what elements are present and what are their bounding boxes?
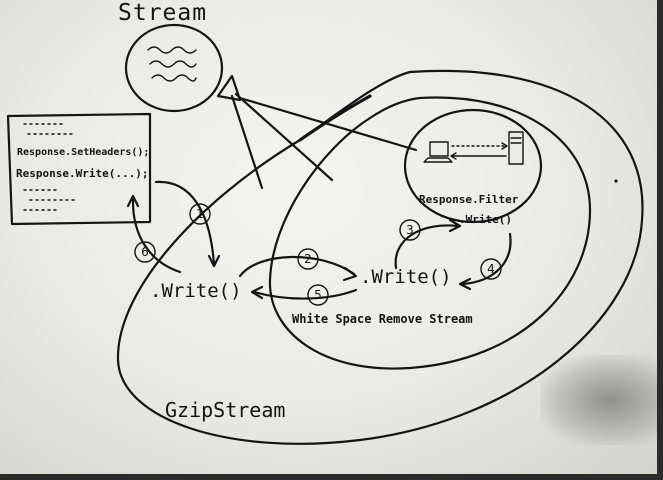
arrow-step-3 [394,224,460,270]
arrow-step-4 [460,232,512,286]
arrow-step-1 [154,180,216,266]
gzip-write-label: .Write() [150,280,242,302]
gzip-stream-edge [298,94,372,142]
gzip-stream-ellipse [116,69,644,445]
server-icon [508,131,524,165]
page-dots [23,123,77,211]
ink-dot [614,179,618,183]
response-filter-label: Response.Filter [419,193,519,206]
stream-circle [124,23,224,113]
response-write-label: Response.Write(...); [16,167,149,180]
request-arrowhead [501,142,508,150]
arrow-step-5 [252,288,358,300]
stream-label: Stream [118,0,208,26]
eraser-smudge [540,355,657,445]
inheritance-line-filter [238,96,418,152]
computer-icon [423,141,453,163]
step-6-marker: 6 [141,245,149,259]
whitespace-stream-label: White Space Remove Stream [292,312,473,326]
filter-write-label: .Write() [459,213,512,226]
step-2-marker: 2 [304,252,312,266]
whitespace-stream-ellipse [268,96,592,370]
step-4-marker: 4 [487,262,495,276]
arrow-step-6 [131,196,182,274]
response-arrowhead [450,152,457,160]
response-filter-circle [403,108,543,224]
arrow-step-2 [238,255,356,278]
diagram-drawing [6,23,644,445]
wave-icon [147,46,197,82]
step-1-marker: 1 [196,207,204,221]
step-5-marker: 5 [314,288,322,302]
gzip-stream-label: GzipStream [165,398,286,422]
response-page [6,112,152,226]
inheritance-line-whitespace [234,92,334,182]
whitespace-write-label: .Write() [360,266,452,288]
step-3-marker: 3 [406,223,414,237]
set-headers-label: Response.SetHeaders(); [17,147,150,158]
inheritance-line-gzip [230,94,264,190]
inheritance-arrowhead [216,74,242,102]
